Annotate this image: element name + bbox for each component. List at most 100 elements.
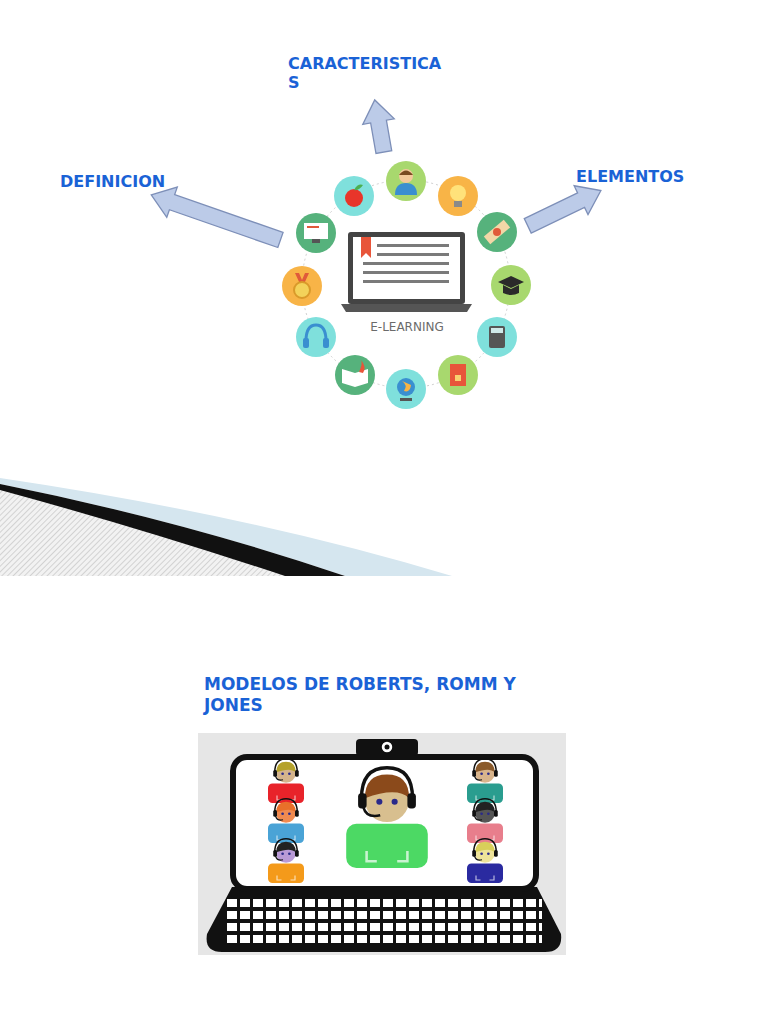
drawing-part bbox=[480, 812, 483, 815]
topic-icon bbox=[438, 355, 478, 395]
participant-figure bbox=[467, 759, 503, 803]
drawing-part bbox=[288, 772, 291, 775]
participant-figure bbox=[467, 799, 503, 843]
slide-heading: MODELOS DE ROBERTS, ROMM Y JONES bbox=[204, 674, 576, 716]
drawing-part bbox=[467, 784, 503, 804]
drawing-part bbox=[281, 812, 284, 815]
drawing-part bbox=[491, 328, 503, 333]
drawing-part bbox=[438, 355, 478, 395]
keyboard-keys bbox=[226, 898, 542, 946]
swoosh-decoration bbox=[0, 478, 452, 576]
topic-icon bbox=[296, 213, 336, 253]
drawing-part bbox=[367, 851, 408, 861]
drawing-part bbox=[467, 824, 503, 844]
drawing-part bbox=[296, 213, 336, 253]
elearning-illustration bbox=[281, 158, 533, 410]
block-arrow bbox=[524, 186, 601, 233]
drawing-part bbox=[377, 244, 449, 247]
drawing-part bbox=[359, 360, 365, 373]
drawing-part bbox=[395, 183, 417, 195]
drawing-part bbox=[494, 850, 498, 857]
drawing-part bbox=[346, 824, 428, 868]
drawing-part bbox=[276, 762, 296, 773]
drawing-part bbox=[477, 212, 517, 252]
drawing-part bbox=[399, 171, 413, 176]
topic-text: DEFINICION bbox=[60, 172, 165, 191]
drawing-part bbox=[484, 220, 510, 244]
drawing-part bbox=[348, 232, 465, 304]
topic-icon bbox=[334, 176, 374, 216]
drawing-part bbox=[475, 762, 495, 773]
drawing-part bbox=[276, 776, 284, 780]
drawing-part bbox=[273, 850, 277, 857]
drawing-part bbox=[358, 793, 367, 808]
drawing-part bbox=[487, 852, 490, 855]
drawing-part bbox=[296, 317, 336, 357]
light-band bbox=[0, 478, 452, 576]
drawing-part bbox=[295, 810, 299, 817]
topic-text: ELEMENTOS bbox=[576, 167, 684, 186]
participant-figures bbox=[268, 759, 503, 883]
drawing-part bbox=[376, 799, 382, 805]
drawing-part bbox=[475, 842, 495, 853]
drawing-part bbox=[275, 839, 298, 853]
drawing-part bbox=[498, 276, 524, 288]
drawing-part bbox=[476, 876, 494, 881]
drawing-part bbox=[494, 810, 498, 817]
block-arrow bbox=[151, 187, 283, 247]
drawing-part bbox=[276, 816, 284, 820]
drawing-part bbox=[306, 325, 326, 341]
drawing-part bbox=[335, 355, 375, 395]
drawing-part bbox=[268, 864, 304, 884]
black-band bbox=[0, 484, 345, 576]
topic-label: CARACTERISTICAS bbox=[286, 52, 454, 94]
topic-icon bbox=[386, 369, 426, 409]
drawing-part bbox=[288, 812, 291, 815]
drawing-part bbox=[294, 282, 310, 298]
drawing-part bbox=[334, 176, 374, 216]
picture-ground bbox=[198, 733, 566, 955]
topic-label: ELEMENTOS bbox=[574, 165, 686, 188]
drawing-part bbox=[474, 839, 497, 853]
drawing-part bbox=[472, 810, 476, 817]
drawing-part bbox=[276, 856, 284, 860]
drawing-part bbox=[268, 784, 304, 804]
drawing-part bbox=[345, 189, 363, 207]
drawing-part bbox=[400, 398, 412, 401]
drawing-part bbox=[282, 266, 322, 306]
drawing-part bbox=[402, 381, 411, 391]
drawing-part bbox=[365, 775, 409, 799]
drawing-part bbox=[399, 169, 413, 183]
drawing-part bbox=[362, 768, 413, 799]
drawing-part bbox=[386, 161, 426, 201]
drawing-part bbox=[353, 237, 460, 299]
topic-icon bbox=[491, 265, 531, 305]
laptop-figure bbox=[341, 232, 472, 312]
icon-ring bbox=[302, 180, 510, 388]
drawing-part bbox=[342, 369, 368, 387]
drawing-part bbox=[487, 772, 490, 775]
participant-figure bbox=[268, 799, 304, 843]
topic-icon bbox=[477, 317, 517, 357]
drawing-part bbox=[450, 364, 466, 386]
drawing-part bbox=[494, 770, 498, 777]
drawing-part bbox=[480, 772, 483, 775]
topic-icon bbox=[477, 212, 517, 252]
illustration-caption: E-LEARNING bbox=[281, 320, 533, 334]
drawing-part bbox=[276, 802, 296, 813]
drawing-part bbox=[474, 759, 497, 773]
drawing-part bbox=[295, 770, 299, 777]
drawing-part bbox=[323, 338, 329, 348]
drawing-part bbox=[273, 770, 277, 777]
participant-figure bbox=[346, 768, 428, 868]
drawing-part bbox=[363, 807, 380, 816]
drawing-part bbox=[472, 770, 476, 777]
drawing-part bbox=[354, 185, 363, 191]
topic-icon bbox=[296, 317, 336, 357]
drawing-part bbox=[491, 265, 531, 305]
drawing-part bbox=[472, 850, 476, 857]
video-call-illustration bbox=[198, 733, 566, 955]
drawing-part bbox=[361, 237, 371, 258]
